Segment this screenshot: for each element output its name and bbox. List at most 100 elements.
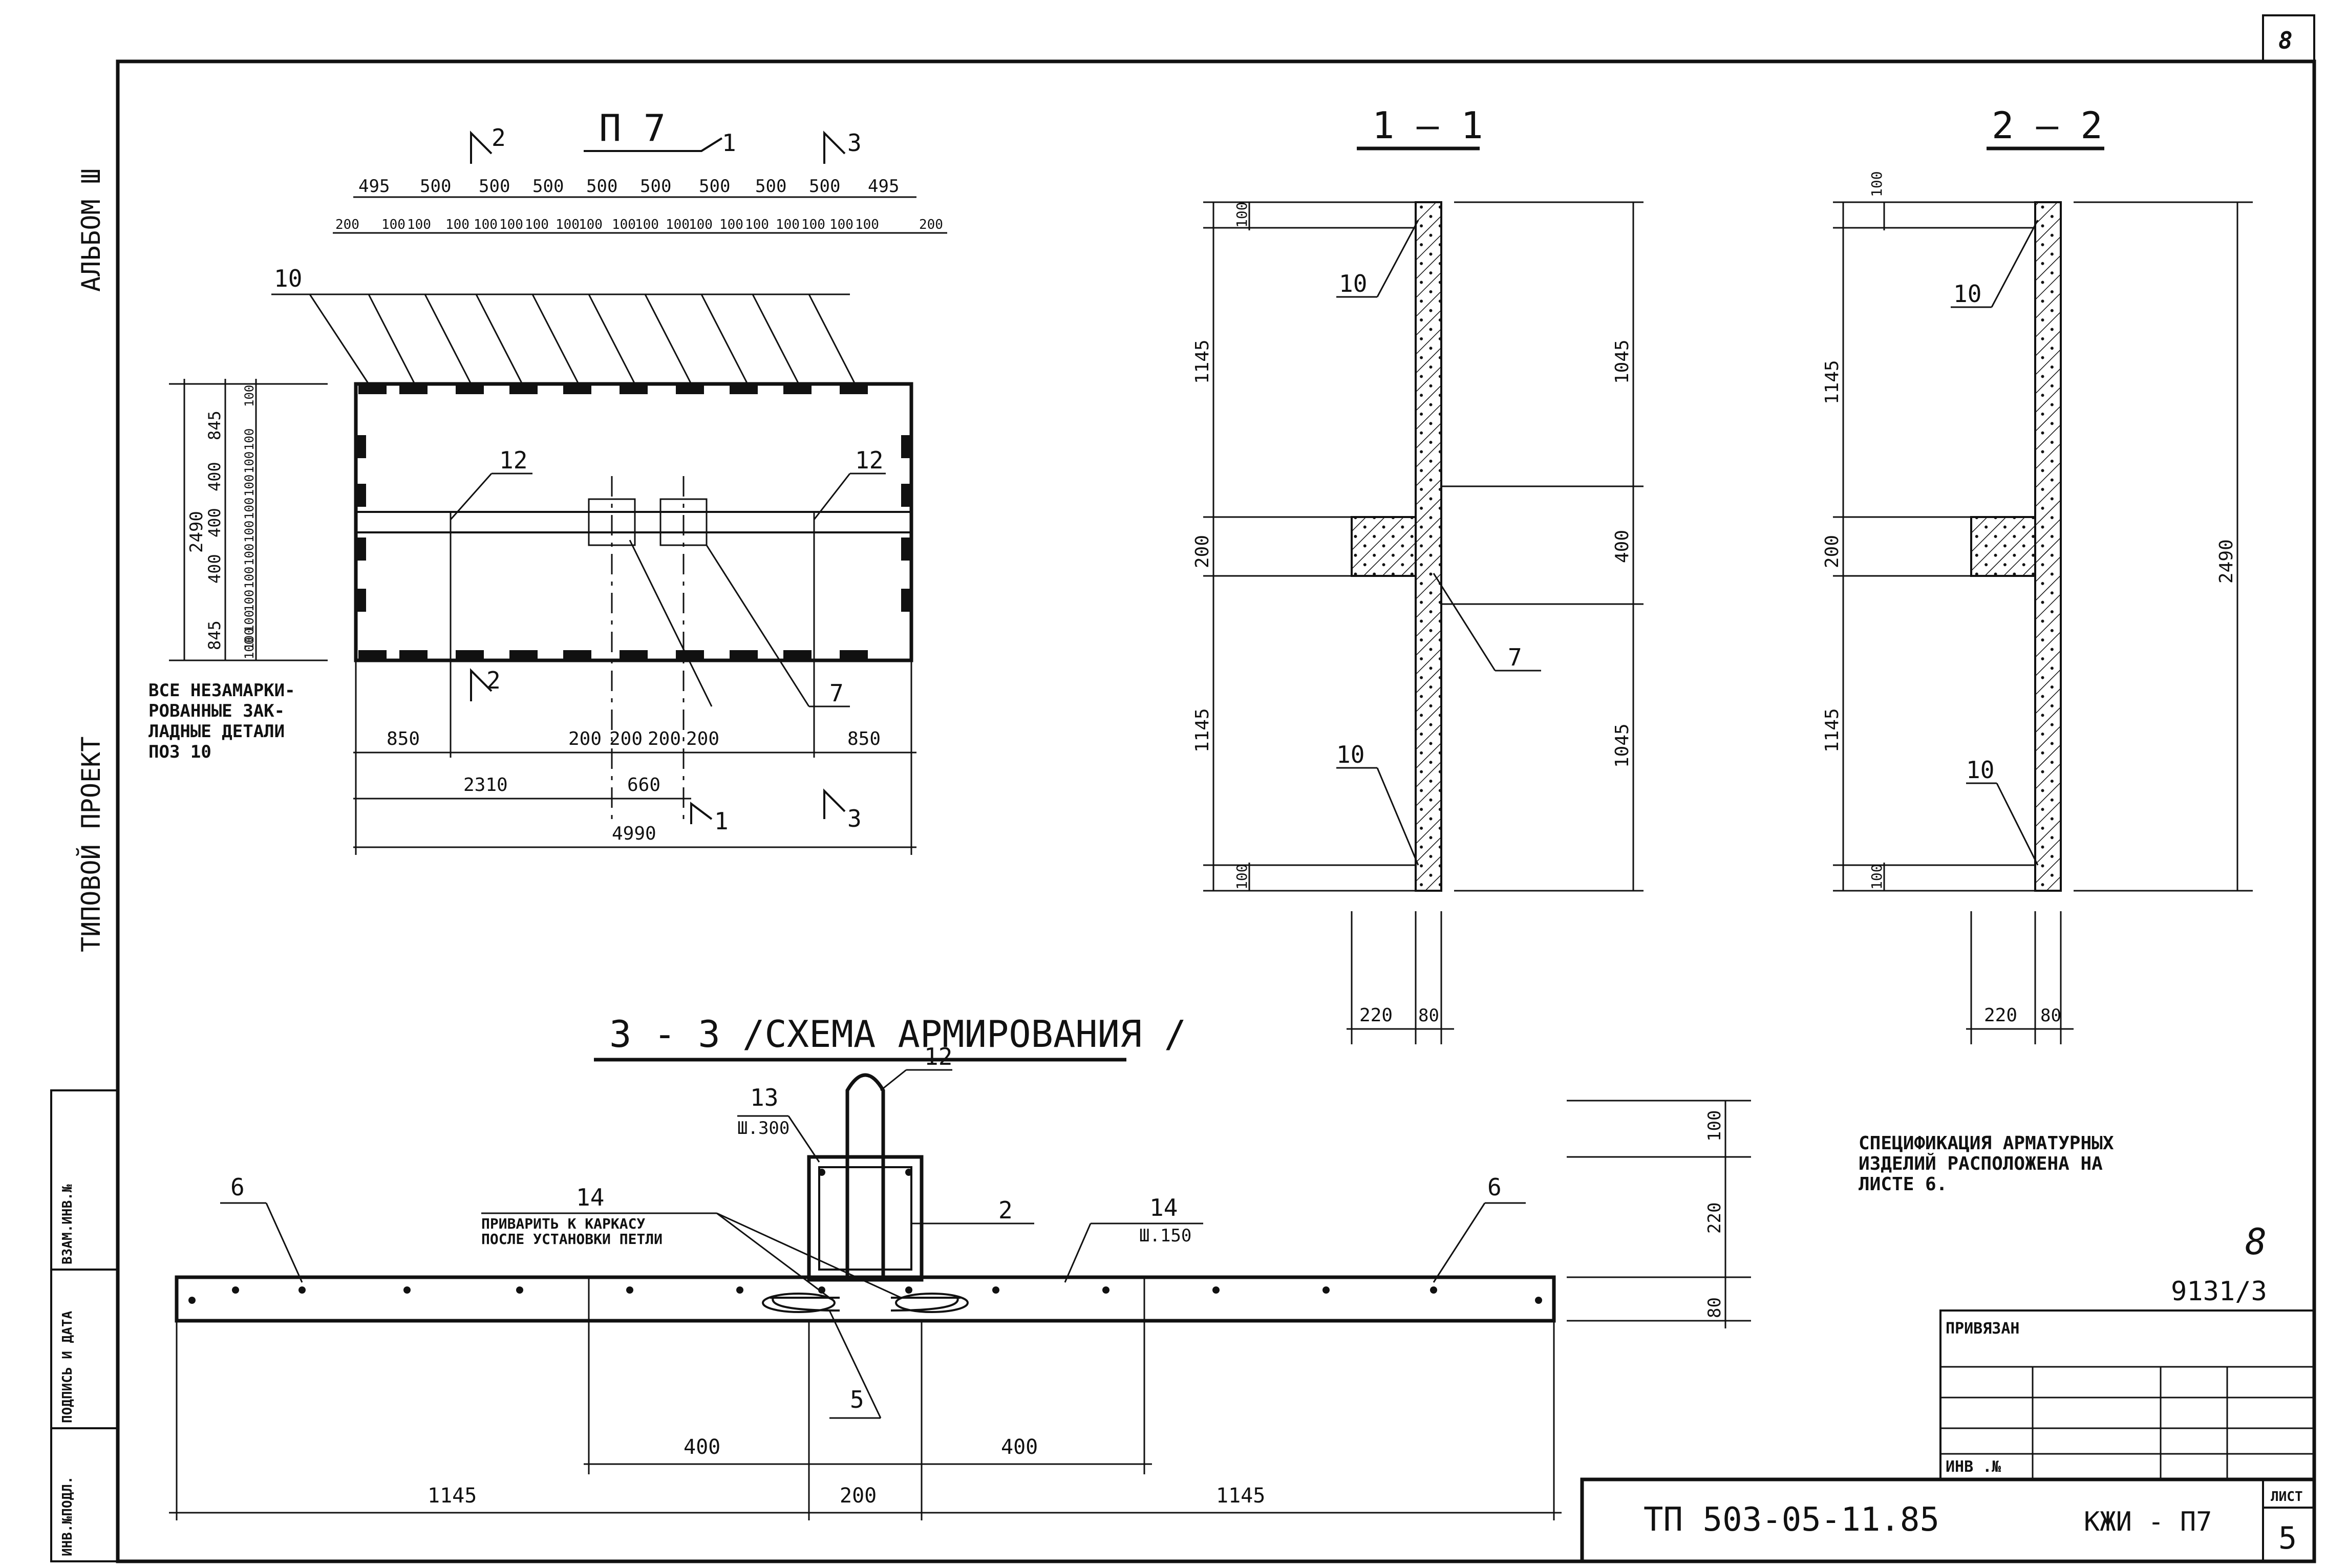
- s11-dim-1145-bottom: 1145: [1192, 708, 1213, 753]
- plan-left-dim-0: 845: [205, 411, 224, 440]
- s33-dim-100: 100: [1704, 1110, 1725, 1142]
- plan-left-dim-4: 845: [205, 620, 224, 650]
- plan-left-sub-1: 100: [242, 428, 257, 450]
- plan-title: П 7: [599, 106, 666, 149]
- plan-view: [169, 131, 947, 855]
- plan-sub-dim-5: 100: [499, 217, 523, 232]
- plan-left-sub-0: 100: [242, 385, 257, 407]
- s33-dim-220: 220: [1704, 1202, 1725, 1234]
- sheet-ref-code: 9131/3: [2171, 1276, 2267, 1307]
- plan-note: ВСЕ НЕЗАМАРКИ- РОВАННЫЕ ЗАК- ЛАДНЫЕ ДЕТА…: [148, 680, 295, 762]
- s33-weld-note-0: ПРИВАРИТЬ К КАРКАСУ: [481, 1215, 645, 1232]
- plan-left-sub-5: 100: [242, 521, 257, 543]
- section-3-3-title: 3 - 3 /СХЕМА АРМИРОВАНИЯ /: [609, 1013, 1186, 1056]
- plan-sub-dim-3: 100: [445, 217, 470, 232]
- s11-mark-7: 7: [1508, 643, 1522, 671]
- plan-left-sub-10: 100: [242, 628, 257, 650]
- section-2-2-title: 2 — 2: [1992, 104, 2103, 147]
- spec-note-line-2: ЛИСТЕ 6.: [1859, 1174, 1947, 1195]
- plan-dim-2310: 2310: [463, 775, 508, 796]
- plan-left-dim-1: 400: [205, 462, 224, 491]
- plan-section-2-top: 2: [492, 124, 506, 152]
- plan-dim-4990: 4990: [612, 823, 656, 844]
- plan-sub-dim-7: 100: [556, 217, 580, 232]
- plan-note-line-3: ПОЗ 10: [148, 742, 211, 762]
- plan-bottom-dim-0: 850: [387, 728, 420, 749]
- s11-dim-1045-bottom: 1045: [1612, 723, 1633, 768]
- s33-dim-200: 200: [840, 1484, 877, 1508]
- plan-note-line-0: ВСЕ НЕЗАМАРКИ-: [148, 680, 295, 701]
- s11-dim-100-bottom: 100: [1233, 864, 1250, 890]
- plan-sub-dim-6: 100: [525, 217, 549, 232]
- plan-section-3-top: 3: [847, 129, 862, 157]
- side-album-label: АЛЬБОМ Ш: [76, 168, 106, 292]
- plan-sub-dim-9: 100: [612, 217, 636, 232]
- s33-mark-2: 2: [998, 1196, 1013, 1224]
- spec-note-line-1: ИЗДЕЛИЙ РАСПОЛОЖЕНА НА: [1859, 1153, 2103, 1174]
- plan-note-line-2: ЛАДНЫЕ ДЕТАЛИ: [148, 721, 285, 742]
- sheet-ref-number: 8: [2245, 1221, 2267, 1263]
- plan-bottom-dim-5: 850: [847, 728, 881, 749]
- plan-top-dim-9: 495: [868, 176, 899, 197]
- plan-mark-12-left: 12: [499, 446, 527, 474]
- section-2-2: [1833, 146, 2253, 1044]
- s22-dim-200: 200: [1822, 535, 1843, 568]
- plan-bottom-dim-3: 200: [648, 728, 681, 749]
- title-mark: КЖИ - П7: [2084, 1507, 2212, 1537]
- s33-dim-400-right: 400: [1001, 1435, 1038, 1459]
- stamp-podpis: ПОДПИСЬ И ДАТА: [60, 1311, 75, 1423]
- list-number: 5: [2278, 1520, 2297, 1556]
- plan-left-sub-dims: 100 100 100 100 100 100 100 100 100 100 …: [242, 385, 257, 659]
- s11-dim-100-top: 100: [1233, 202, 1250, 228]
- s11-dim-80: 80: [1418, 1005, 1439, 1026]
- s33-mark-13: 13: [750, 1084, 778, 1111]
- s22-dim-100-top: 100: [1868, 171, 1885, 197]
- s11-dim-220: 220: [1359, 1005, 1393, 1026]
- plan-sub-dim-8: 100: [579, 217, 603, 232]
- title-code: ТП 503-05-11.85: [1644, 1501, 1939, 1539]
- plan-note-line-1: РОВАННЫЕ ЗАК-: [148, 701, 285, 721]
- plan-dim-660: 660: [627, 775, 660, 796]
- plan-top-dims: 495 500 500 500 500 500 500 500 500 495: [358, 176, 899, 197]
- s22-mark-10-top: 10: [1953, 280, 1981, 308]
- sheet-frame: [50, 14, 2316, 1563]
- s33-dim-80: 80: [1704, 1297, 1725, 1318]
- s33-dim-1145-left: 1145: [428, 1484, 477, 1508]
- plan-bottom-dim-1: 200: [568, 728, 602, 749]
- plan-left-sub-8: 100: [242, 590, 257, 612]
- s33-dim-400-left: 400: [684, 1435, 720, 1459]
- inv-label: ИНВ .№: [1946, 1458, 2001, 1476]
- plan-sub-dim-1: 100: [381, 217, 406, 232]
- plan-top-dim-5: 500: [640, 176, 671, 197]
- stamp-vzam-inv: ВЗАМ.ИНВ.№: [60, 1184, 75, 1264]
- spec-note: СПЕЦИФИКАЦИЯ АРМАТУРНЫХ ИЗДЕЛИЙ РАСПОЛОЖ…: [1859, 1133, 2114, 1195]
- sheet-number-top: 8: [2278, 27, 2293, 54]
- s33-mark-12: 12: [924, 1043, 952, 1070]
- plan-mark-12-right: 12: [855, 446, 883, 474]
- s33-mark-14-right-sub: Ш.150: [1139, 1226, 1191, 1246]
- plan-sub-dim-16: 100: [801, 217, 825, 232]
- s33-mark-6-right: 6: [1487, 1173, 1502, 1201]
- plan-left-dim-2: 400: [205, 508, 224, 538]
- plan-sub-dim-19: 200: [919, 217, 943, 232]
- s22-dim-100-bottom: 100: [1868, 864, 1885, 890]
- s33-mark-5: 5: [850, 1386, 864, 1413]
- plan-sub-dim-0: 200: [335, 217, 359, 232]
- plan-section-1-bottom: 1: [714, 807, 729, 835]
- list-label: ЛИСТ: [2271, 1489, 2303, 1505]
- s11-mark-10-bottom: 10: [1336, 741, 1364, 768]
- s33-dim-1145-right: 1145: [1216, 1484, 1265, 1508]
- plan-left-sub-7: 100: [242, 567, 257, 589]
- plan-bottom-dim-4: 200: [686, 728, 719, 749]
- plan-top-dim-4: 500: [586, 176, 617, 197]
- plan-left-total: 2490: [186, 511, 207, 553]
- s33-mark-13-sub: Ш.300: [737, 1118, 789, 1139]
- plan-mark-7: 7: [829, 679, 844, 707]
- plan-sub-dim-10: 100: [635, 217, 659, 232]
- plan-section-2-bottom: 2: [486, 667, 501, 694]
- plan-section-1-top: 1: [722, 129, 736, 157]
- spec-note-line-0: СПЕЦИФИКАЦИЯ АРМАТУРНЫХ: [1859, 1133, 2114, 1154]
- plan-left-sub-6: 100: [242, 544, 257, 566]
- privyazan-label: ПРИВЯЗАН: [1946, 1320, 2020, 1338]
